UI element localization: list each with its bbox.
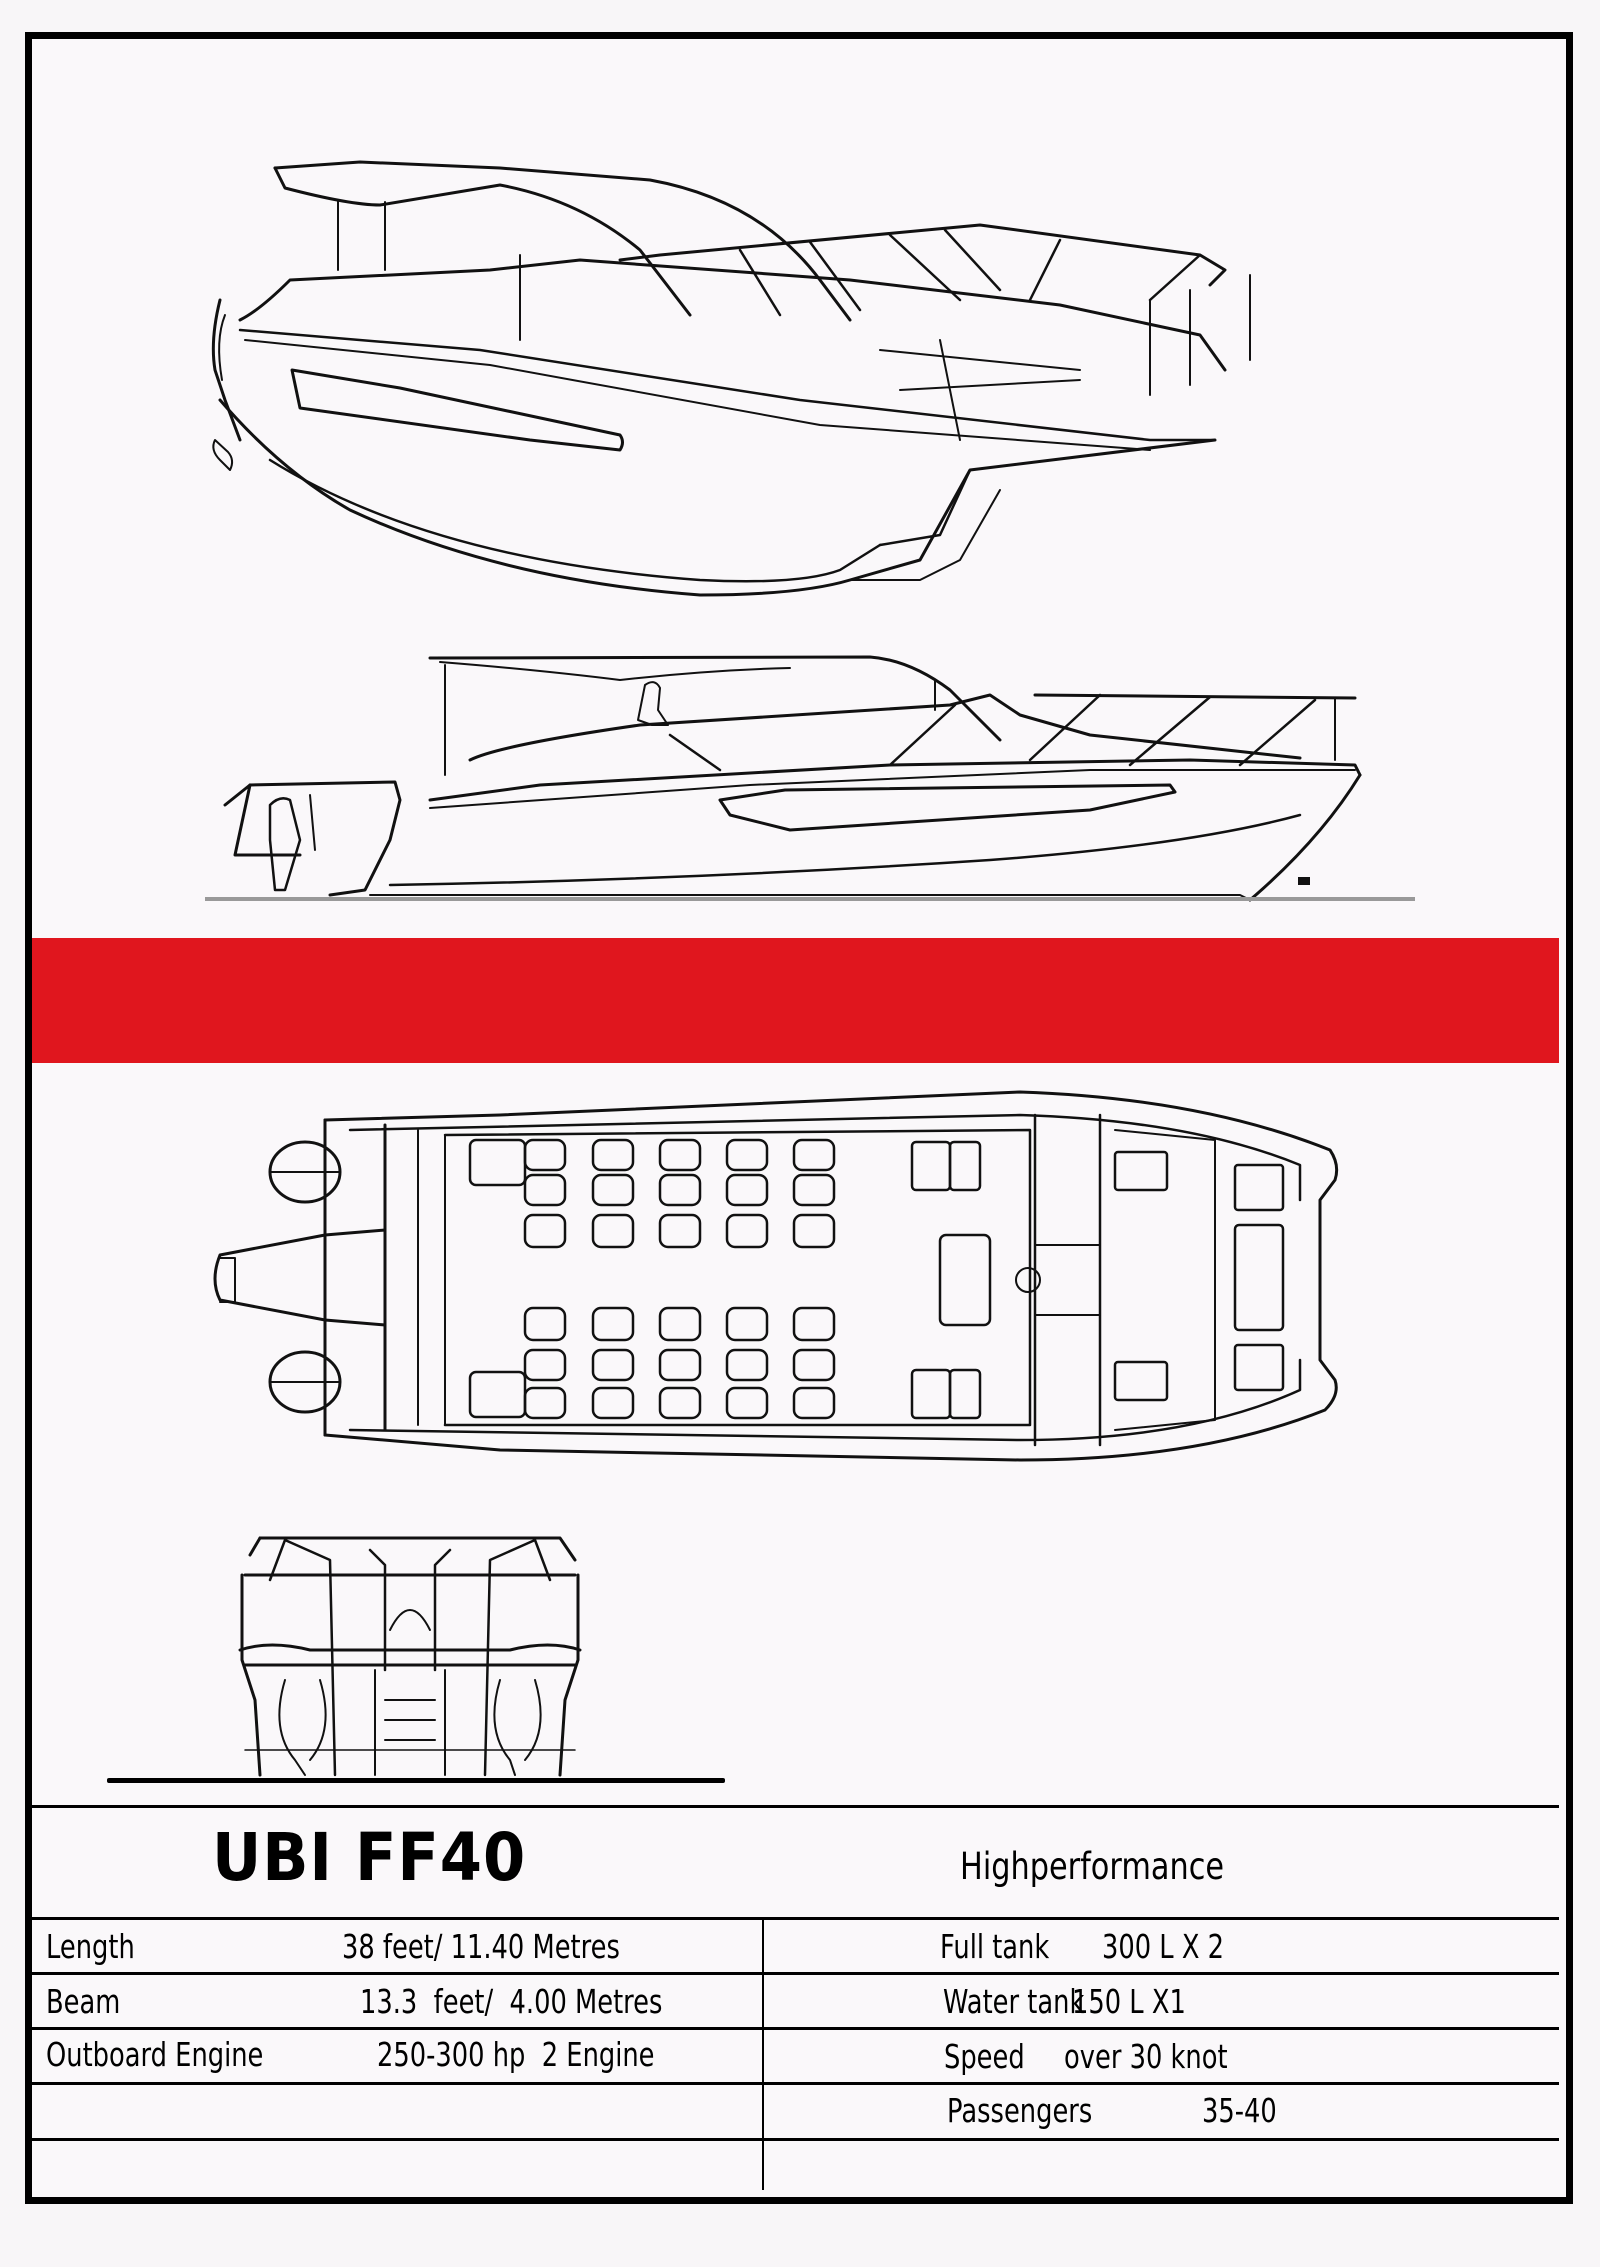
spec-value-fuel-tank: 300 L X 2 xyxy=(1102,1927,1225,1966)
boat-front-elevation-drawing xyxy=(210,1530,610,1780)
boat-perspective-drawing xyxy=(200,140,1380,640)
spec-value-length: 38 feet/ 11.40 Metres xyxy=(342,1927,620,1966)
spec-value-passengers: 35-40 xyxy=(1202,2091,1277,2130)
specification-table: UBI FF40 Highperformance Length 38 feet/… xyxy=(32,1805,1559,2190)
table-rule xyxy=(32,1972,1559,1975)
model-title: UBI FF40 xyxy=(212,1819,527,1896)
model-subtitle: Highperformance xyxy=(960,1845,1225,1888)
table-rule xyxy=(32,1917,1559,1920)
table-rule xyxy=(32,2138,1559,2141)
boat-side-profile-drawing xyxy=(190,640,1430,920)
table-rule xyxy=(32,2082,1559,2085)
spec-value-speed: over 30 knot xyxy=(1064,2037,1228,2076)
spec-label-speed: Speed xyxy=(944,2037,1025,2076)
drawing-sheet-border xyxy=(25,32,1573,2204)
spec-label-beam: Beam xyxy=(46,1982,121,2021)
boat-deck-plan-drawing xyxy=(200,1080,1380,1480)
spec-value-beam: 13.3 feet/ 4.00 Metres xyxy=(360,1982,663,2021)
spec-label-water-tank: Water tank xyxy=(943,1982,1085,2021)
spec-label-fuel-tank: Full tank xyxy=(940,1927,1050,1966)
spec-label-engine: Outboard Engine xyxy=(46,2035,264,2074)
spec-value-engine: 250-300 hp 2 Engine xyxy=(377,2035,655,2074)
spec-value-water-tank: 150 L X1 xyxy=(1072,1982,1186,2021)
table-rule xyxy=(32,2027,1559,2030)
table-rule xyxy=(32,1805,1559,1808)
spec-label-passengers: Passengers xyxy=(947,2091,1093,2130)
red-accent-band xyxy=(32,938,1559,1063)
front-view-ground-line xyxy=(107,1778,725,1783)
table-column-divider xyxy=(762,1917,764,2190)
spec-label-length: Length xyxy=(46,1927,135,1966)
